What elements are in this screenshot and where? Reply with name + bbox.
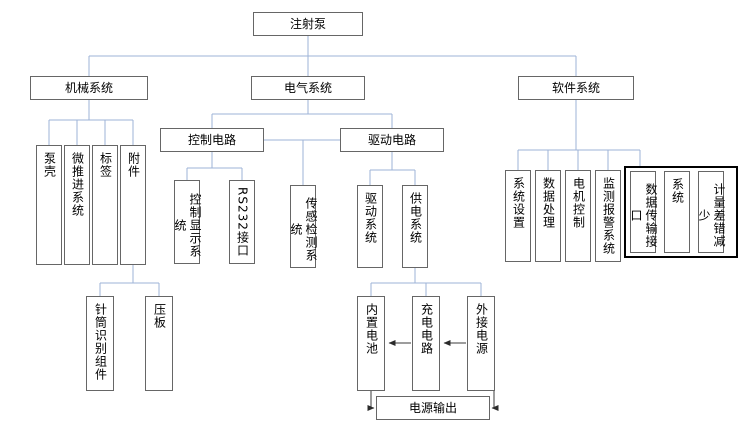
node-measurement-error-reduction: 计量差错减少 (697, 171, 726, 253)
node-monitor-alarm-system: 监测报警系统 (595, 170, 621, 262)
node-control-display-system: 控制显示系统 (173, 180, 202, 264)
node-internal-battery: 内置电池 (357, 296, 385, 391)
node-injection-pump: 注射泵 (253, 12, 363, 36)
node-data-processing: 数据处理 (535, 170, 561, 262)
node-charging-circuit: 充电电路 (412, 296, 440, 391)
node-power-supply-system: 供电系统 (402, 185, 428, 268)
node-accessories: 附件 (120, 145, 146, 265)
node-motor-control: 电机控制 (565, 170, 591, 262)
node-drive-system: 驱动系统 (357, 185, 383, 268)
node-external-power: 外接电源 (467, 296, 495, 391)
node-electrical-system: 电气系统 (251, 76, 365, 100)
node-data-transmission-interface: 数据传输接口 (629, 171, 658, 253)
node-mechanical-system: 机械系统 (30, 76, 148, 100)
node-syringe-identification-component: 针筒识别组件 (86, 296, 114, 391)
node-system-settings: 系统设置 (505, 170, 531, 262)
data-interface-highlight-group: 数据传输接口 系统 计量差错减少 (624, 166, 738, 258)
node-rs232-interface: RS232接口 (229, 180, 255, 264)
node-press-plate: 压板 (145, 296, 173, 391)
node-control-circuit: 控制电路 (160, 128, 264, 152)
node-label: 标签 (92, 145, 118, 265)
node-sensor-detection-system: 传感检测系统 (289, 185, 318, 268)
node-software-system: 软件系统 (518, 76, 634, 100)
node-pump-shell: 泵壳 (36, 145, 62, 265)
node-data-transmission-interface-system-suffix: 系统 (664, 171, 690, 253)
node-power-output: 电源输出 (376, 396, 490, 420)
node-micro-propulsion-system: 微推进系统 (64, 145, 90, 265)
node-drive-circuit: 驱动电路 (340, 128, 444, 152)
